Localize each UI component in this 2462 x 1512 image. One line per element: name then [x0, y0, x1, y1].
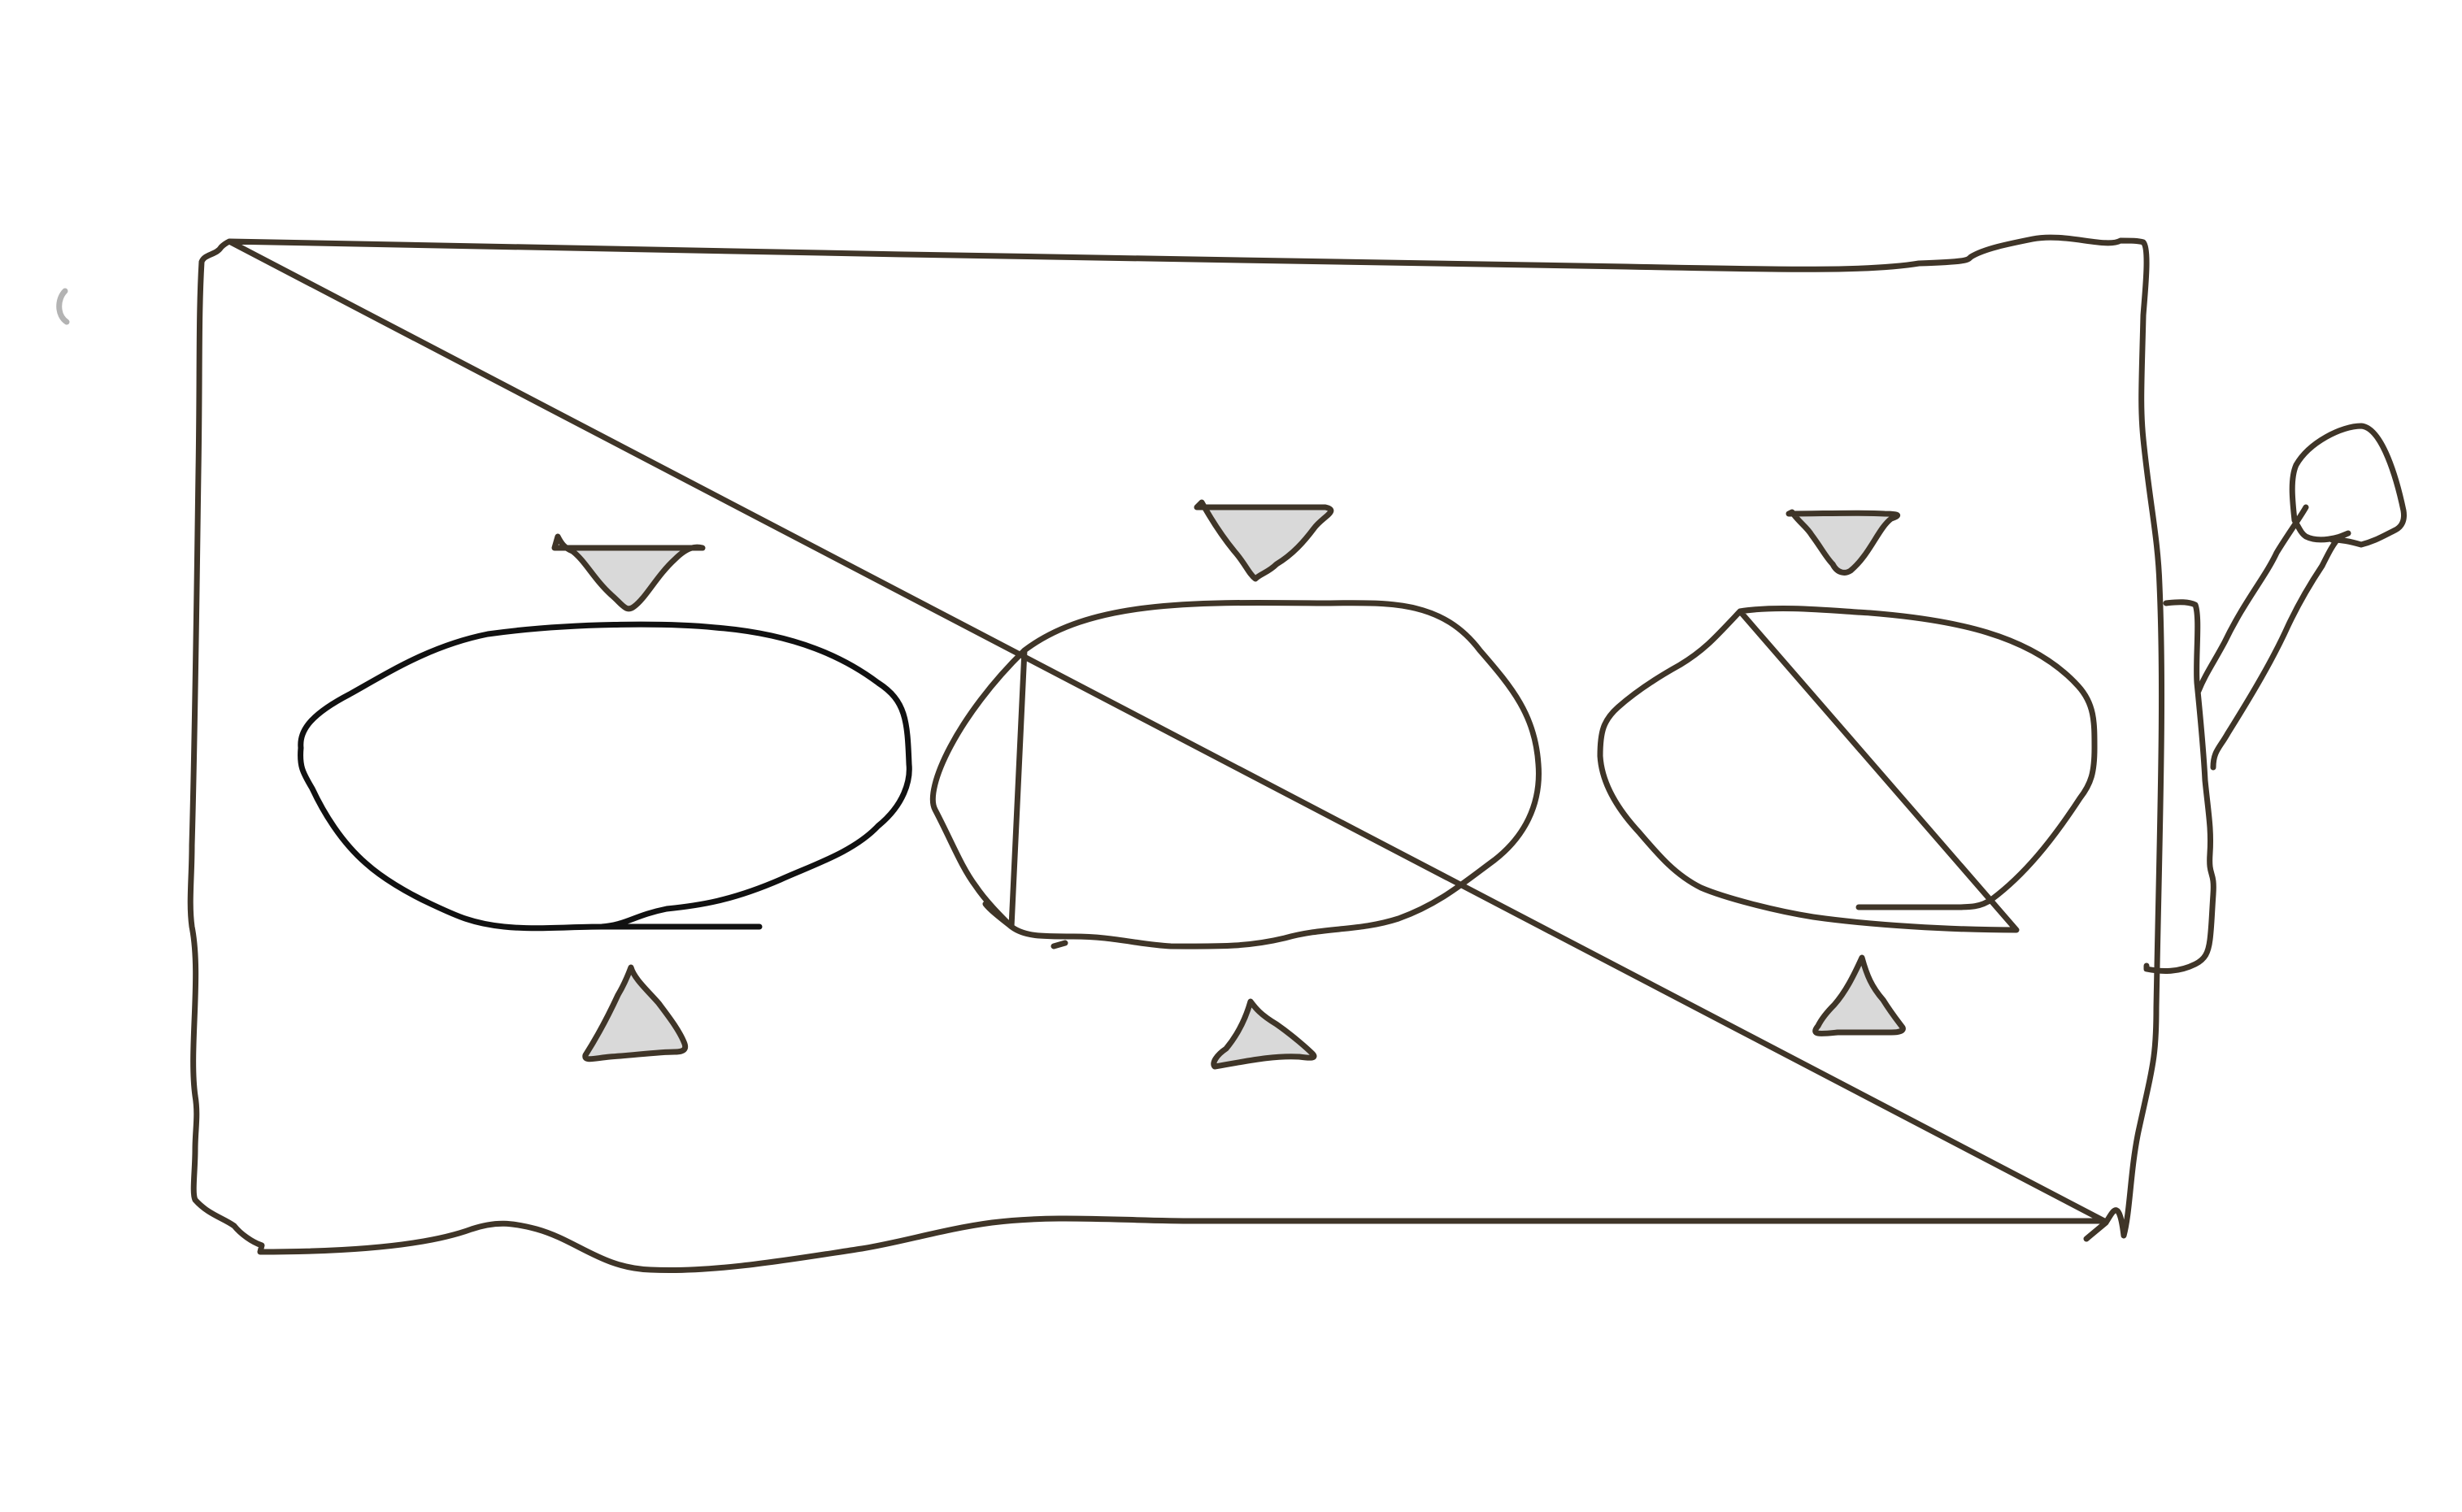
oval-3 — [1597, 606, 2098, 933]
oval-1 — [298, 621, 912, 932]
outer-box — [187, 234, 2165, 1274]
handle-bracket — [2143, 599, 2216, 974]
faint-mark — [56, 288, 70, 325]
bottom-triangle-2 — [1211, 998, 1317, 1070]
handle-knob — [2289, 423, 2407, 548]
top-triangle-3 — [1786, 509, 1900, 576]
bottom-triangle-3 — [1812, 954, 1906, 1037]
top-triangle-2 — [1194, 499, 1334, 582]
bottom-triangle-1 — [582, 964, 689, 1062]
top-triangle-1 — [551, 533, 706, 612]
handle-arm — [2195, 504, 2343, 771]
oval-2 — [929, 599, 1542, 949]
